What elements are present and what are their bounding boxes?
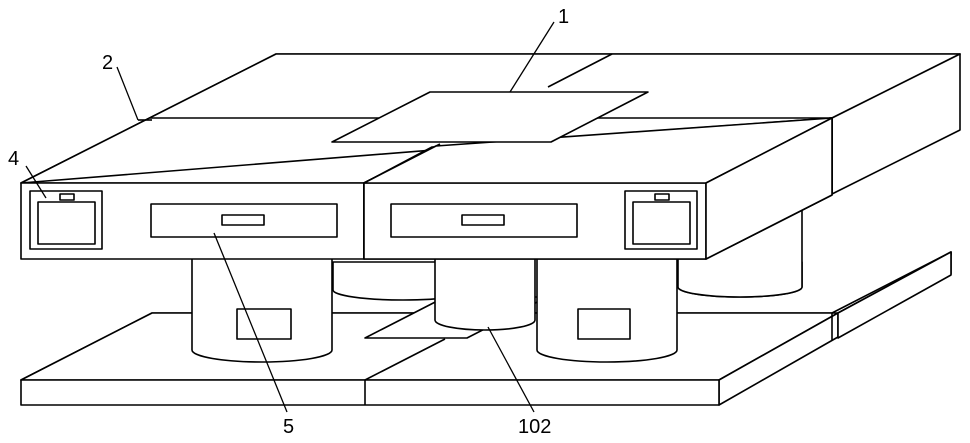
label-5: 5	[283, 416, 294, 438]
right-cylinder-window	[578, 309, 630, 339]
label-102: 102	[518, 416, 551, 438]
left-cylinder-window	[237, 309, 291, 339]
label-2: 2	[102, 52, 113, 74]
label-1: 1	[558, 6, 569, 28]
label-4: 4	[8, 148, 19, 170]
cylinder-102	[435, 258, 535, 330]
